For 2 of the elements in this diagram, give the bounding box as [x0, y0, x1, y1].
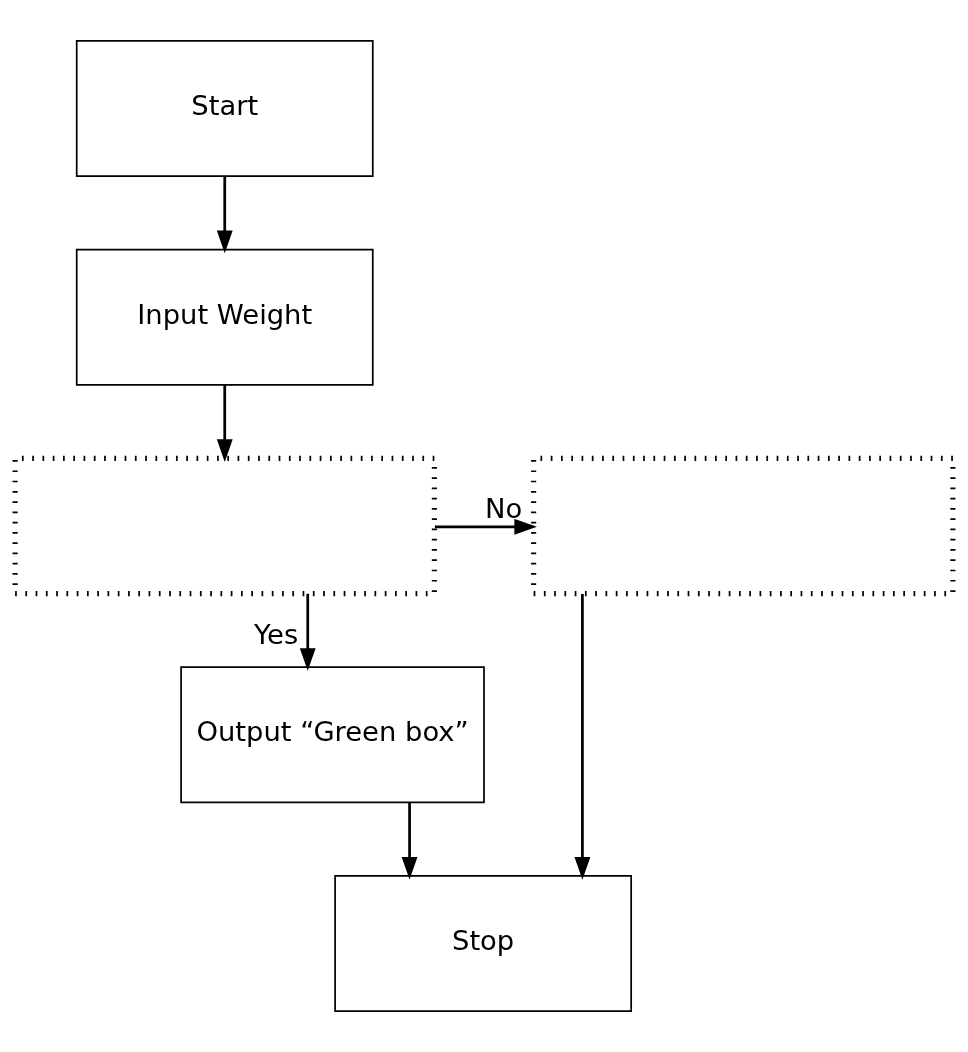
edge-label: No: [484, 492, 523, 524]
edge-label: Yes: [253, 618, 299, 650]
